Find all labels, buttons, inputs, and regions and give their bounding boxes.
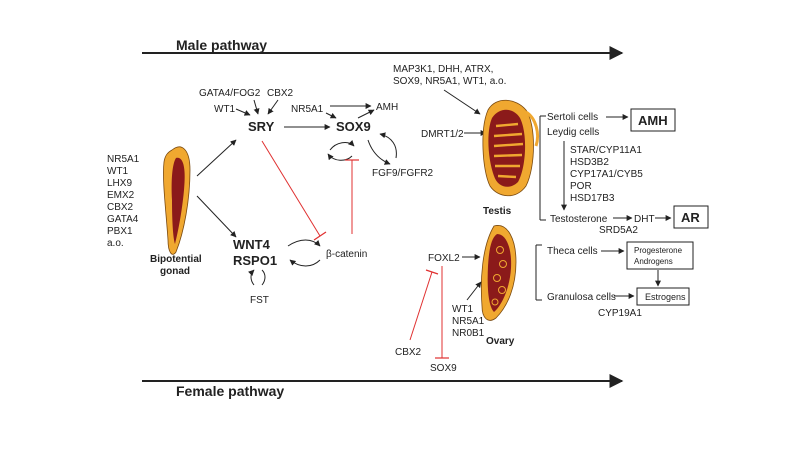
male-pathway-label: Male pathway [176,37,267,53]
arrow-nr5a1-to-sox9 [325,112,337,119]
arrow-sox9-to-amh [357,109,375,119]
testis-label: Testis [483,206,512,217]
sox9-node: SOX9 [336,119,371,134]
srd5a2-label: SRD5A2 [599,225,638,236]
inhibit-cbx2-foxl2 [409,271,433,341]
bipotential-gene: a.o. [107,238,124,249]
testis-section: MAP3K1, DHH, ATRX, SOX9, NR5A1, WT1, a.o… [393,64,709,236]
female-pathway: Female pathway [142,374,624,399]
bipotential-gene: GATA4 [107,214,139,225]
progesterone-label: Progesterone [634,246,683,255]
ovary-shape [480,225,517,321]
dmrt-label: DMRT1/2 [421,129,464,140]
leydig-label: Leydig cells [547,127,599,138]
bipotential-gene: LHX9 [107,178,132,189]
androgens-label: Androgens [634,257,673,266]
bipotential-gene: PBX1 [107,226,133,237]
amh-label: AMH [376,102,398,113]
bipotential-gene: NR5A1 [107,154,140,165]
dht-label: DHT [634,214,655,225]
inhibit-cbx2-foxl2-bar [425,269,439,275]
bipotential-gene: CBX2 [107,202,134,213]
fst-loop-left [248,269,255,286]
wt1-label: WT1 [214,104,236,115]
cyp19a1-label: CYP19A1 [598,308,642,319]
cbx2-label: CBX2 [267,88,294,99]
fgf9-label: FGF9/FGFR2 [372,168,434,179]
wnt4-node: WNT4 [233,237,271,252]
sox9-self-loop-upper [329,140,355,151]
rspo1-node: RSPO1 [233,253,277,268]
amh-box [630,108,676,132]
fst-label: FST [250,295,269,306]
estrogens-box [636,287,690,306]
ovary-regulator: NR0B1 [452,328,485,339]
theca-label: Theca cells [547,246,598,257]
arrow-regulators-to-testis [443,89,481,115]
nr5a1-label: NR5A1 [291,104,324,115]
arrow-bcatenin-to-wnt4 [289,259,321,267]
ovary-label: Ovary [486,336,515,347]
ovary-regulator: NR5A1 [452,316,485,327]
inhibit-sry-bcatenin-bar [313,231,327,241]
female-pathway-label: Female pathway [176,383,284,399]
cbx2-ovary-label: CBX2 [395,347,422,358]
bipotential-gonad-label: gonad [160,266,190,277]
progesterone-box [626,241,694,270]
arrow-wnt4-to-bcatenin [287,239,321,247]
gata4-fog2-label: GATA4/FOG2 [199,88,261,99]
ar-box [673,205,709,229]
arrow-sox9-to-fgf9 [367,139,391,165]
sox9-ovary-label: SOX9 [430,363,457,374]
testis-regulator: SOX9, NR5A1, WT1, a.o. [393,76,506,87]
sertoli-label: Sertoli cells [547,112,598,123]
bipotential-gonad: NR5A1 WT1 LHX9 EMX2 CBX2 GATA4 PBX1 a.o.… [107,146,202,277]
steroid-gene: CYP17A1/CYB5 [570,169,643,180]
amh-box-label: AMH [638,113,668,128]
bipotential-gene-list: NR5A1 WT1 LHX9 EMX2 CBX2 GATA4 PBX1 a.o. [107,154,140,249]
arrow-fgf9-to-sox9 [379,132,397,159]
testis-shape [482,99,540,197]
fst-loop-right [261,269,266,286]
granulosa-label: Granulosa cells [547,292,616,303]
testosterone-label: Testosterone [550,214,608,225]
ovary-section: FOXL2 WT1 NR5A1 NR0B1 Ovary CBX2 SOX9 Th… [395,225,694,374]
beta-catenin-node: β-catenin [326,249,367,260]
sry-node: SRY [248,119,275,134]
arrow-wt1-to-sry [235,108,251,116]
male-pathway: Male pathway [142,37,624,60]
ar-box-label: AR [681,210,700,225]
steroid-gene: STAR/CYP11A1 [570,145,642,156]
steroid-gene: HSD17B3 [570,193,615,204]
bipotential-gonad-label: Bipotential [150,254,202,265]
arrow-gata4-to-sry [253,99,260,115]
arrow-cbx2-to-sry [267,99,279,115]
estrogens-label: Estrogens [645,292,686,302]
arrow-gonad-to-sry [196,139,237,177]
foxl2-label: FOXL2 [428,253,460,264]
female-branch: WNT4 RSPO1 β-catenin FST [233,237,367,306]
male-branch: GATA4/FOG2 CBX2 WT1 SRY NR5A1 SOX9 AMH F… [199,88,434,179]
arrow-regulators-to-ovary [466,281,482,301]
testis-regulator: MAP3K1, DHH, ATRX, [393,64,493,75]
bipotential-gonad-shape [163,146,191,255]
bipotential-gene: WT1 [107,166,129,177]
arrow-gonad-to-wnt4 [196,195,237,238]
steroid-gene: POR [570,181,592,192]
bipotential-gene: EMX2 [107,190,135,201]
inhibit-sry-bcatenin [261,140,321,237]
inhibitions-central [261,140,359,241]
sox9-self-loop-lower [327,153,353,161]
steroid-gene: HSD3B2 [570,157,609,168]
ovary-regulator: WT1 [452,304,474,315]
